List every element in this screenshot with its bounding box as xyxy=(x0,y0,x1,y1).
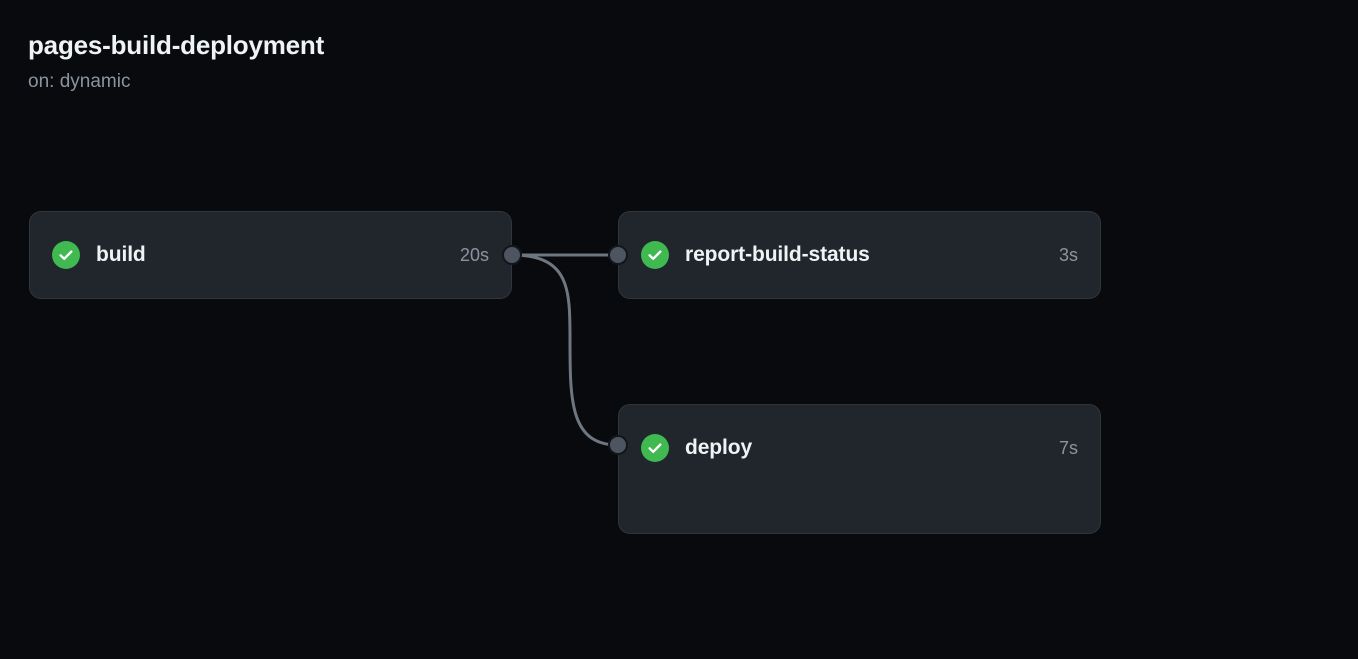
edge-build-to-deploy xyxy=(510,253,620,447)
connection-handle-deploy-target[interactable] xyxy=(608,435,628,455)
page-title: pages-build-deployment xyxy=(28,30,325,60)
job-node-build-row: build 20s xyxy=(30,212,511,298)
job-node-build-label: build xyxy=(96,243,146,266)
workflow-header: pages-build-deployment on: dynamic xyxy=(28,30,324,94)
check-circle-icon xyxy=(641,241,669,269)
job-node-deploy-duration: 7s xyxy=(1058,437,1078,458)
check-circle-icon xyxy=(641,434,669,462)
workflow-trigger-label: on: dynamic xyxy=(28,71,131,93)
job-node-build[interactable]: build 20s xyxy=(29,211,512,299)
connection-handle-build-source[interactable] xyxy=(502,245,522,265)
job-node-deploy-label: deploy xyxy=(685,436,753,459)
job-node-build-duration: 20s xyxy=(459,244,489,265)
job-node-deploy[interactable]: deploy 7s xyxy=(618,404,1101,534)
connection-handle-report-target[interactable] xyxy=(608,245,628,265)
job-node-deploy-row: deploy 7s xyxy=(619,405,1100,491)
job-node-report-build-status-duration: 3s xyxy=(1058,244,1078,265)
check-circle-icon xyxy=(52,241,80,269)
job-node-report-build-status[interactable]: report-build-status 3s xyxy=(618,211,1101,299)
job-node-report-build-status-label: report-build-status xyxy=(685,243,870,266)
job-node-report-build-status-row: report-build-status 3s xyxy=(619,212,1100,298)
